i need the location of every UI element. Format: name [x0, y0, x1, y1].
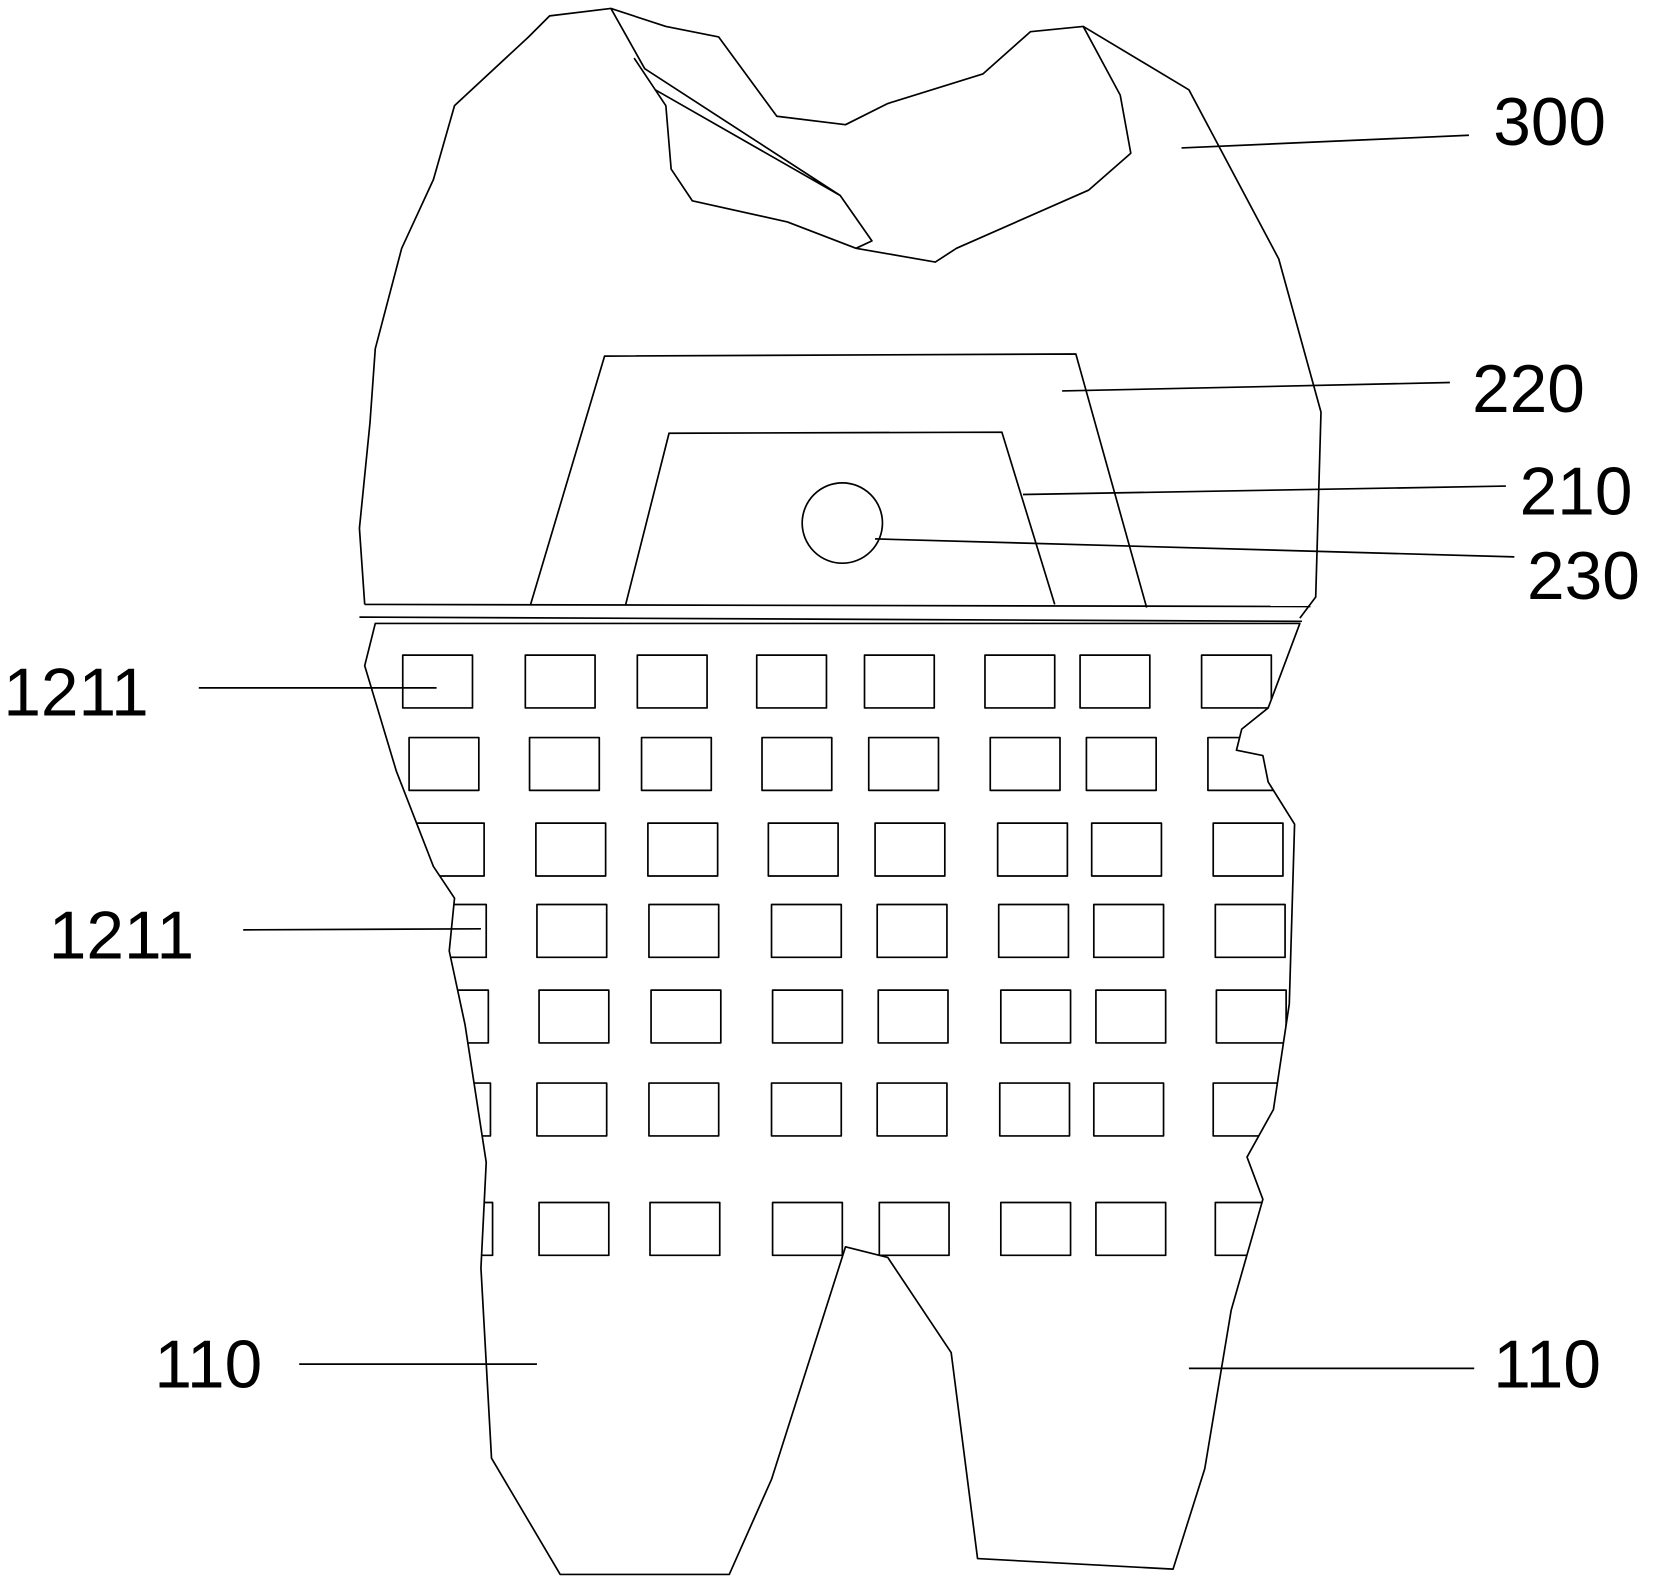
hole-1211	[1212, 822, 1284, 877]
hole-1211	[989, 736, 1061, 792]
hole-1211	[401, 654, 474, 709]
hole-1211	[876, 1082, 948, 1137]
hole-1211	[408, 736, 480, 792]
sensor-230	[801, 482, 884, 565]
hole-1211	[770, 903, 843, 959]
hole-1211	[650, 989, 722, 1044]
hole-1211	[528, 736, 601, 792]
hole-1211	[1095, 1201, 1167, 1257]
frame-220	[529, 353, 1148, 608]
crown-outline	[358, 7, 1322, 619]
label-110-left: 110	[154, 1327, 262, 1402]
hole-1211	[755, 654, 828, 709]
hole-1211	[1214, 903, 1286, 959]
hole-1211	[771, 1201, 844, 1257]
hole-1211	[996, 822, 1069, 877]
base-band	[359, 603, 1311, 623]
hole-grid-1211	[401, 654, 1287, 1257]
hole-1211	[1079, 654, 1151, 709]
frame-210	[624, 431, 1056, 605]
hole-1211	[999, 989, 1072, 1044]
hole-1211	[417, 989, 490, 1044]
hole-1211	[1095, 989, 1167, 1044]
hole-1211	[538, 989, 610, 1044]
label-220: 220	[1472, 352, 1585, 427]
hole-1211	[524, 654, 596, 709]
hole-1211	[536, 1082, 608, 1137]
hole-1211	[419, 1082, 492, 1137]
hole-1211	[771, 989, 844, 1044]
hole-1211	[1085, 736, 1157, 792]
hole-1211	[413, 822, 485, 877]
hole-1211	[648, 1082, 720, 1137]
hole-1211	[767, 822, 839, 877]
hole-1211	[761, 736, 833, 792]
label-210: 210	[1520, 455, 1633, 530]
crown-300	[358, 7, 1322, 619]
root-outline	[363, 622, 1301, 1576]
hole-1211	[998, 1082, 1071, 1137]
hole-1211	[536, 903, 608, 959]
hole-1211	[863, 654, 936, 709]
hole-1211	[1092, 1082, 1165, 1137]
hole-1211	[647, 822, 719, 877]
leader-lines	[198, 134, 1515, 1370]
label-1211-top: 1211	[3, 655, 148, 730]
label-1211-side: 1211	[49, 898, 194, 973]
label-230: 230	[1527, 539, 1640, 614]
hole-1211	[640, 736, 713, 792]
hole-1211	[874, 822, 946, 877]
hole-1211	[1200, 654, 1273, 709]
crown-fissure	[610, 8, 873, 250]
hole-1211	[538, 1201, 610, 1257]
hole-1211	[1215, 989, 1287, 1044]
hole-1211	[535, 822, 607, 877]
hole-1211	[648, 903, 720, 959]
hole-1211	[1207, 736, 1279, 792]
label-300: 300	[1493, 85, 1606, 160]
hole-1211	[876, 903, 948, 959]
hole-1211	[878, 1201, 950, 1257]
hole-1211	[649, 1201, 721, 1257]
hole-1211	[1092, 903, 1165, 959]
hole-1211	[770, 1082, 843, 1137]
hole-1211	[1090, 822, 1163, 877]
hole-1211	[877, 989, 949, 1044]
hole-1211	[636, 654, 708, 709]
hole-1211	[997, 903, 1070, 959]
hole-1211	[867, 736, 940, 792]
hole-1211	[984, 654, 1056, 709]
crown-groove	[633, 26, 1132, 263]
root-110	[363, 622, 1301, 1576]
hole-1211	[999, 1201, 1072, 1257]
hole-1211	[1214, 1201, 1286, 1257]
label-110-right: 110	[1493, 1327, 1601, 1402]
